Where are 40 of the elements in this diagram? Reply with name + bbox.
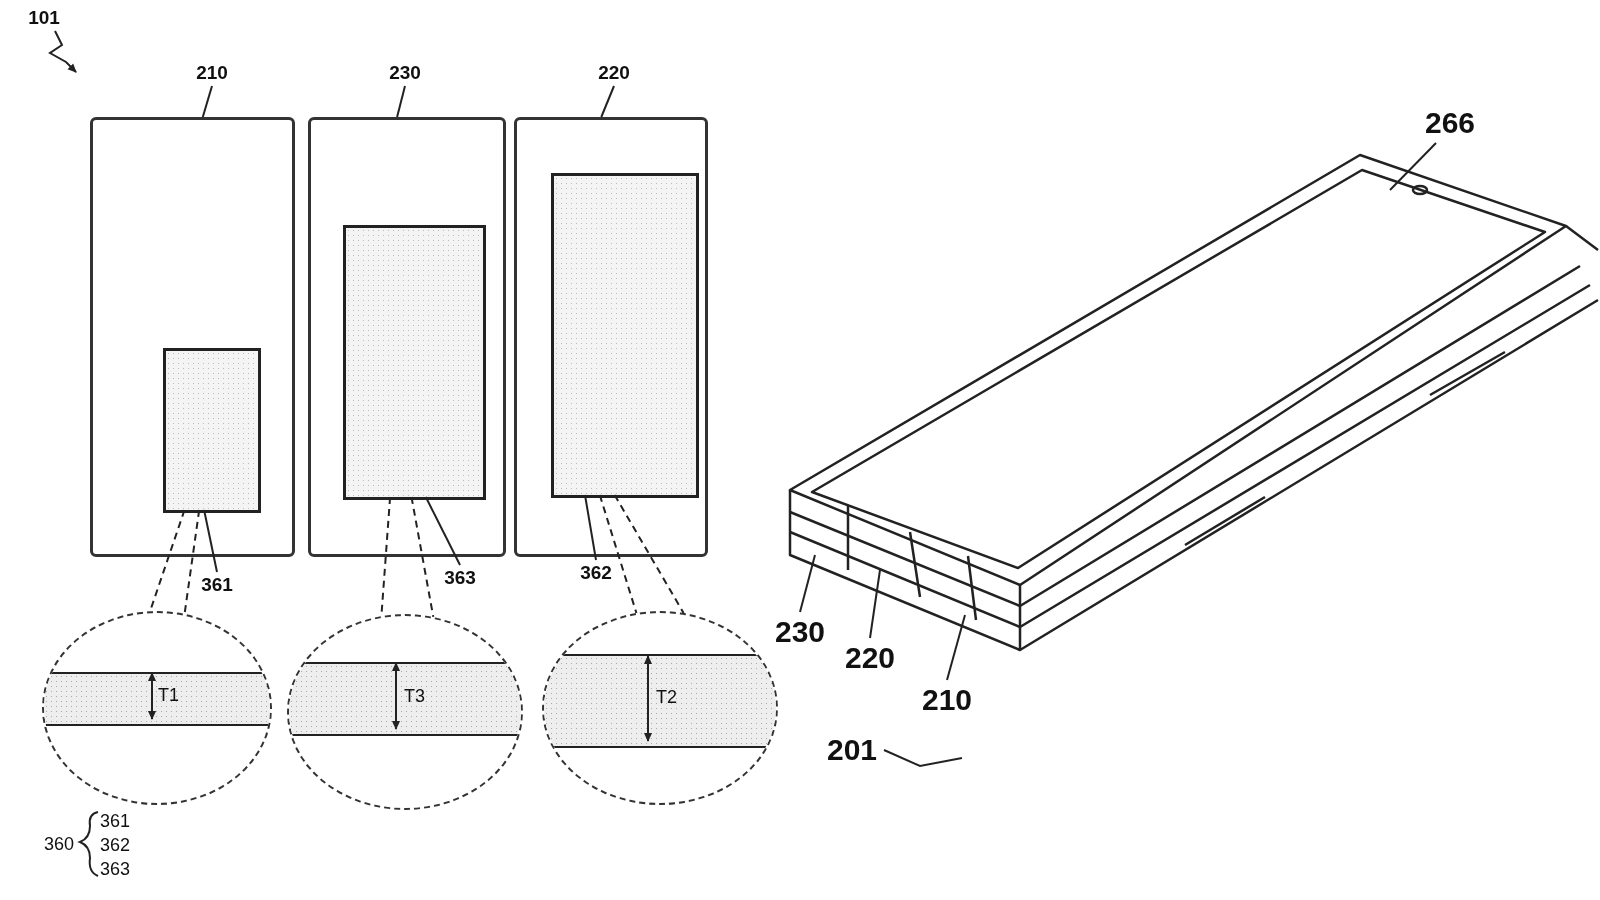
reference-numeral: 230 bbox=[768, 612, 832, 652]
leader-line bbox=[600, 85, 615, 118]
battery-block bbox=[551, 173, 699, 498]
housing-panel bbox=[90, 117, 295, 557]
leader-line bbox=[584, 494, 597, 561]
battery-block bbox=[163, 348, 261, 513]
leader-line bbox=[1389, 142, 1437, 191]
magnification-line bbox=[149, 509, 201, 615]
leader-line bbox=[883, 749, 963, 768]
reference-numeral: 363 bbox=[438, 565, 482, 591]
dimension-label: T2 bbox=[656, 686, 677, 709]
reference-numeral: 360 bbox=[44, 833, 75, 856]
reference-numeral: 363 bbox=[100, 858, 131, 881]
reference-numeral: 210 bbox=[915, 680, 979, 720]
magnification-line bbox=[380, 496, 435, 618]
leader-line bbox=[869, 569, 881, 639]
housing-panel bbox=[514, 117, 708, 557]
reference-numeral: 201 bbox=[820, 730, 884, 770]
reference-numeral: 230 bbox=[383, 60, 427, 86]
reference-numeral: 361 bbox=[195, 572, 239, 598]
reference-numeral: 220 bbox=[838, 638, 902, 678]
reference-numeral: 362 bbox=[574, 560, 618, 586]
leader-line bbox=[396, 85, 406, 118]
reference-numeral: 266 bbox=[1415, 103, 1485, 143]
housing-panel bbox=[308, 117, 506, 557]
reference-numeral: 361 bbox=[100, 810, 131, 833]
dimension-label: T3 bbox=[404, 685, 425, 708]
magnification-line bbox=[598, 494, 685, 614]
reference-numeral: 220 bbox=[592, 60, 636, 86]
arrow bbox=[48, 30, 77, 73]
leader-line bbox=[946, 614, 966, 681]
leader-line bbox=[203, 509, 218, 573]
leader-line bbox=[201, 85, 213, 118]
reference-numeral: 101 bbox=[22, 5, 66, 31]
dimension-label: T1 bbox=[158, 684, 179, 707]
battery-block bbox=[343, 225, 486, 500]
reference-numeral: 210 bbox=[190, 60, 234, 86]
reference-numeral: 362 bbox=[100, 834, 131, 857]
leader-line bbox=[424, 496, 461, 566]
leader-line bbox=[799, 554, 816, 613]
